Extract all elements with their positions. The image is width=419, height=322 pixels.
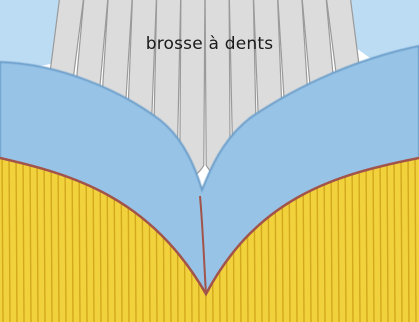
diagram-caption: brosse à dents [0, 34, 419, 54]
tooth-stripe [44, 150, 45, 322]
tooth-stripe [30, 150, 31, 322]
tooth-stripe [2, 150, 3, 322]
tooth-stripe [37, 150, 38, 322]
tooth-stripe [9, 150, 10, 322]
tooth-stripe [58, 150, 59, 322]
tooth-stripe [23, 150, 24, 322]
tooth-stripe [51, 150, 52, 322]
tooth-stripe [16, 150, 17, 322]
